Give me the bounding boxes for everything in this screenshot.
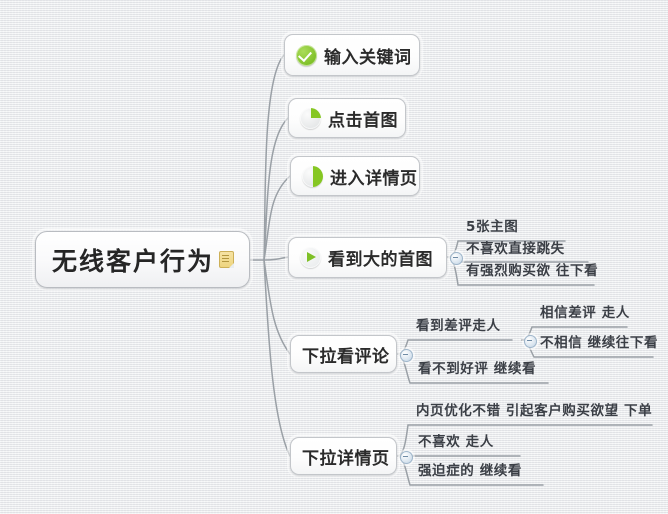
branch-label: 点击首图 (328, 110, 398, 131)
collapse-toggle-scroll-detail-page[interactable] (400, 451, 413, 464)
leaf-item[interactable]: 有强烈购买欲 往下看 (466, 263, 599, 279)
leaf-item[interactable]: 5张主图 (466, 219, 519, 235)
branch-label: 输入关键词 (324, 47, 412, 68)
branch-node-click-main-image[interactable]: 点击首图 (288, 98, 406, 138)
collapse-toggle-scroll-reviews[interactable] (400, 349, 413, 362)
check-circle-icon[interactable] (296, 44, 317, 66)
pie-quarter-icon[interactable] (300, 107, 321, 129)
branch-label: 下拉看评论 (302, 346, 390, 367)
branch-node-enter-detail-page[interactable]: 进入详情页 (290, 156, 420, 196)
pie-half-icon[interactable] (302, 165, 323, 187)
branch-label: 看到大的首图 (328, 250, 433, 270)
leaf-item[interactable]: 不相信 继续往下看 (540, 335, 659, 351)
branch-node-input-keyword[interactable]: 输入关键词 (284, 34, 420, 76)
note-icon[interactable] (219, 251, 235, 268)
root-node[interactable]: 无线客户行为 (35, 231, 250, 288)
leaf-item[interactable]: 内页优化不错 引起客户购买欲望 下单 (416, 403, 653, 419)
leaf-item[interactable]: 看不到好评 继续看 (418, 361, 537, 377)
leaf-item[interactable]: 不喜欢直接跳失 (466, 241, 565, 257)
collapse-toggle-see-large-image[interactable] (450, 252, 463, 265)
branch-label: 进入详情页 (330, 168, 418, 189)
branch-node-scroll-reviews[interactable]: 下拉看评论 (290, 335, 397, 373)
branch-label: 下拉详情页 (302, 448, 390, 469)
play-circle-icon[interactable] (300, 247, 321, 268)
leaf-item[interactable]: 看到差评走人 (416, 318, 501, 334)
branch-node-see-large-image[interactable]: 看到大的首图 (288, 237, 447, 278)
collapse-toggle-bad-review[interactable] (524, 335, 537, 348)
leaf-item[interactable]: 相信差评 走人 (540, 305, 630, 321)
branch-node-scroll-detail-page[interactable]: 下拉详情页 (290, 437, 397, 475)
leaf-item[interactable]: 不喜欢 走人 (418, 434, 494, 450)
root-node-label: 无线客户行为 (52, 246, 215, 276)
leaf-item[interactable]: 强迫症的 继续看 (418, 463, 522, 479)
